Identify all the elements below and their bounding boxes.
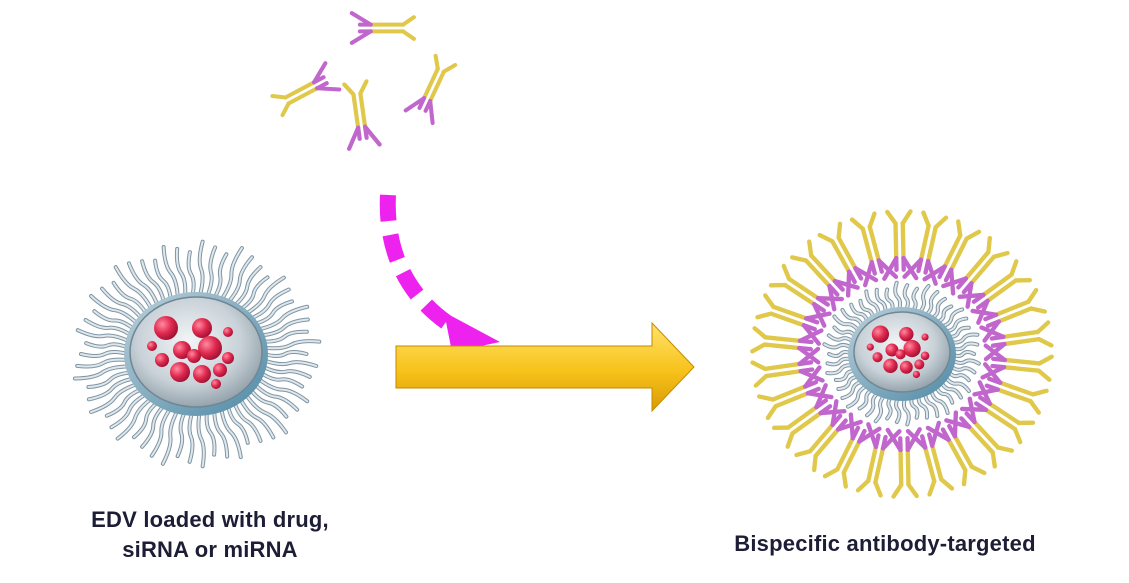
edv-particle-icon bbox=[72, 239, 322, 469]
targeting-antibody-icon bbox=[794, 399, 863, 473]
bispecific-antibody-icon bbox=[349, 11, 416, 45]
free-antibodies-group bbox=[270, 11, 458, 151]
cargo-dot bbox=[192, 318, 212, 338]
cargo-dot bbox=[173, 341, 191, 359]
cargo-dot bbox=[193, 365, 211, 383]
lipid-coat bbox=[822, 280, 981, 427]
bispecific-antibody-icon bbox=[342, 79, 382, 151]
targeting-antibody-icon bbox=[957, 259, 1033, 325]
targeting-antibody-icon bbox=[970, 287, 1047, 343]
targeting-antibody-icon bbox=[944, 396, 1015, 469]
targeting-antibody-icon bbox=[757, 365, 834, 421]
cargo-dot bbox=[223, 327, 233, 337]
edv-caption-line2: siRNA or miRNA bbox=[122, 537, 298, 562]
targeting-antibody-icon bbox=[882, 209, 919, 281]
cargo-dot bbox=[885, 343, 899, 357]
targeting-antibody-icon bbox=[959, 380, 1036, 445]
cargo-dot bbox=[147, 341, 157, 351]
cargo-dot bbox=[198, 336, 222, 360]
yellow-process-arrow bbox=[395, 321, 695, 413]
cargo-dot bbox=[895, 349, 906, 360]
targeting-antibody-icon bbox=[750, 326, 824, 365]
targeting-antibody-icon bbox=[979, 320, 1054, 362]
cargo-dot bbox=[872, 352, 883, 363]
cargo-dot bbox=[154, 316, 178, 340]
targeted-edv-particle-icon bbox=[750, 209, 1054, 499]
bispecific-antibody-icon bbox=[403, 53, 458, 125]
cargo-dot bbox=[883, 358, 898, 374]
targeting-antibody-icon bbox=[817, 221, 879, 298]
edv-caption: EDV loaded with drug, siRNA or miRNA bbox=[30, 505, 390, 565]
targeting-antibody-icon bbox=[750, 346, 825, 388]
cargo-dot bbox=[155, 353, 169, 367]
cargo-dot bbox=[871, 325, 890, 343]
targeting-antibody-icon bbox=[849, 211, 899, 288]
cargo-dot bbox=[903, 339, 921, 358]
targeting-antibody-icon bbox=[768, 263, 845, 328]
cargo-dot bbox=[187, 349, 201, 363]
cargo-dot bbox=[899, 326, 914, 342]
targeting-antibody-icon bbox=[755, 293, 832, 346]
cargo-dot bbox=[899, 360, 913, 374]
bispecific-antibody-icon bbox=[270, 61, 342, 118]
targeting-antibody-icon bbox=[855, 422, 902, 498]
cargo-dot bbox=[920, 351, 930, 361]
cargo-dot bbox=[914, 359, 925, 370]
targeting-antibody-icon bbox=[922, 219, 982, 296]
cargo-dot bbox=[213, 363, 227, 377]
targeting-antibody-icon bbox=[905, 420, 955, 497]
targeting-antibody-icon bbox=[789, 239, 860, 312]
targeting-antibody-icon bbox=[885, 427, 922, 499]
cargo-dot bbox=[921, 333, 929, 341]
cargo-dot bbox=[170, 362, 190, 382]
targeting-antibody-icon bbox=[925, 410, 987, 487]
cargo-dot bbox=[912, 370, 921, 379]
targeting-antibody-icon bbox=[822, 412, 882, 489]
targeting-antibody-icon bbox=[902, 210, 949, 286]
cargo-dot bbox=[222, 352, 234, 364]
edv-caption-line1: EDV loaded with drug, bbox=[91, 507, 329, 532]
targeted-caption: Bispecific antibody-targeted bbox=[734, 531, 1036, 556]
dashed-curved-arrow bbox=[379, 194, 500, 352]
cargo-dot bbox=[211, 379, 221, 389]
cargo-dot bbox=[866, 343, 874, 351]
lipid-coat bbox=[72, 239, 322, 469]
